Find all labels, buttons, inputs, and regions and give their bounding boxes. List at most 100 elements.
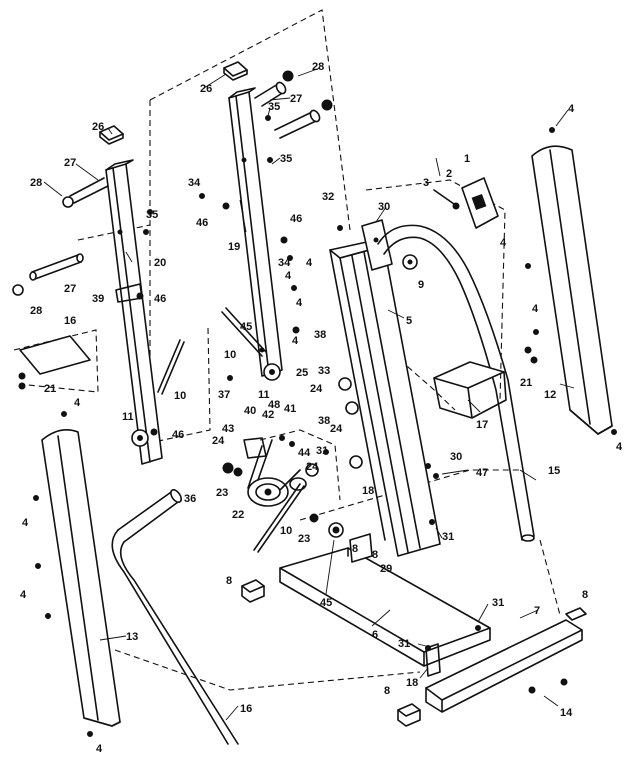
right-shroud-12	[531, 145, 613, 435]
callout-18-lower: 18	[406, 677, 418, 689]
guide-lower-left	[139, 327, 211, 446]
callout-27-loose: 27	[64, 283, 76, 295]
callout-43: 43	[222, 423, 234, 435]
pulley-arm-43	[243, 437, 267, 459]
front-upright-rod	[62, 177, 109, 208]
pulley-11-left	[131, 429, 149, 447]
bracket-18-lower	[425, 643, 441, 677]
callout-45-upper: 45	[240, 321, 252, 333]
rear-upright-top-rod	[254, 81, 287, 107]
loose-rod-27	[29, 253, 84, 281]
callout-24-c: 24	[212, 435, 225, 447]
callout-15: 15	[548, 465, 560, 477]
callout-11-right: 11	[258, 389, 270, 401]
callout-24-d: 24	[306, 461, 319, 473]
callout-26-front: 26	[92, 121, 104, 133]
callout-23-right: 23	[298, 533, 310, 545]
rear-upright-tube	[228, 87, 283, 377]
callout-36: 36	[184, 493, 196, 505]
callout-34-a: 34	[188, 177, 201, 189]
guide-crossbar	[299, 469, 520, 521]
callout-20: 20	[154, 257, 166, 269]
callout-4-right-side: 4	[500, 237, 507, 249]
knob-9	[402, 254, 418, 270]
callout-22: 22	[232, 509, 244, 521]
callout-31-b: 31	[442, 531, 454, 543]
spring-10-lower	[253, 483, 305, 553]
callout-3: 3	[423, 177, 429, 189]
callout-17: 17	[476, 419, 488, 431]
callout-28-loose: 28	[30, 305, 42, 317]
callout-37: 37	[218, 389, 230, 401]
guide-right-base	[539, 539, 561, 616]
callout-44: 44	[298, 447, 311, 459]
callout-27-rear: 27	[290, 93, 302, 105]
callout-16-plate: 16	[64, 315, 76, 327]
callout-labels: 1 2 3 4 4 4 4 4 4 4 4 4 4 4 4 5 6 7 8 8 …	[20, 61, 623, 755]
callout-4-right-mid: 4	[532, 303, 539, 315]
callout-8-bottom-cap: 8	[384, 685, 390, 697]
guide-bottom-frame	[114, 649, 421, 691]
callout-24-b: 24	[330, 423, 343, 435]
base-crossbar-6	[279, 547, 491, 667]
callout-28-front: 28	[30, 177, 42, 189]
base-upright-foot	[349, 533, 373, 563]
pulley-24-group	[305, 377, 363, 477]
callout-33: 33	[318, 365, 330, 377]
callout-23-left: 23	[216, 487, 228, 499]
knob-caps-upper	[282, 70, 333, 111]
callout-8-left-cap: 8	[226, 575, 232, 587]
bolt-3	[433, 189, 460, 210]
leader-lines	[43, 67, 575, 721]
callout-28-rear: 28	[312, 61, 324, 73]
left-shroud-13	[41, 429, 121, 727]
callout-2: 2	[446, 168, 452, 180]
callout-4-bottom: 4	[96, 743, 103, 755]
callout-46-c: 46	[154, 293, 166, 305]
washers-23	[222, 462, 319, 523]
callout-24-a: 24	[310, 383, 323, 395]
callout-21-plate: 21	[44, 383, 56, 395]
callout-21-right: 21	[520, 377, 532, 389]
callout-34-b: 34	[278, 257, 291, 269]
callout-4-center-a: 4	[306, 257, 313, 269]
callout-30-mid: 30	[450, 451, 462, 463]
callout-8-right-cap: 8	[582, 589, 588, 601]
guide-center	[259, 429, 341, 501]
callout-46-d: 46	[172, 429, 184, 441]
callout-12: 12	[544, 389, 556, 401]
callout-4-left-mid: 4	[22, 517, 29, 529]
rear-upright-mid-rod	[274, 109, 321, 139]
callout-40: 40	[244, 405, 256, 417]
guide-rear-upright	[149, 9, 351, 231]
small-fasteners	[33, 115, 617, 737]
callout-35-rear-b: 35	[280, 153, 292, 165]
end-caps-8	[241, 579, 587, 727]
callout-14: 14	[560, 707, 573, 719]
knob-45-lower	[328, 522, 344, 538]
callout-16-handle: 16	[240, 703, 252, 715]
callout-4-left-top: 4	[74, 397, 81, 409]
callout-19: 19	[228, 241, 240, 253]
callout-39: 39	[92, 293, 104, 305]
callout-9: 9	[418, 279, 424, 291]
callout-26-rear: 26	[200, 83, 212, 95]
callout-42: 42	[262, 409, 274, 421]
pulley-assembly-22	[247, 439, 307, 507]
callout-47: 47	[476, 467, 488, 479]
seat-17	[433, 361, 507, 419]
callout-46-a: 46	[196, 217, 208, 229]
front-upright-tube	[105, 159, 163, 465]
callout-11-left: 11	[122, 411, 134, 423]
callout-6: 6	[372, 629, 378, 641]
callout-8-center: 8	[372, 549, 378, 561]
base-front-bar-7	[425, 619, 583, 713]
bracket-39	[115, 283, 144, 303]
callout-25: 25	[296, 367, 308, 379]
callout-48: 48	[268, 399, 280, 411]
callout-4-top-right: 4	[568, 103, 575, 115]
guide-seat	[399, 359, 456, 411]
rear-upright-cap	[223, 61, 248, 81]
guide-front-upright	[77, 224, 151, 241]
